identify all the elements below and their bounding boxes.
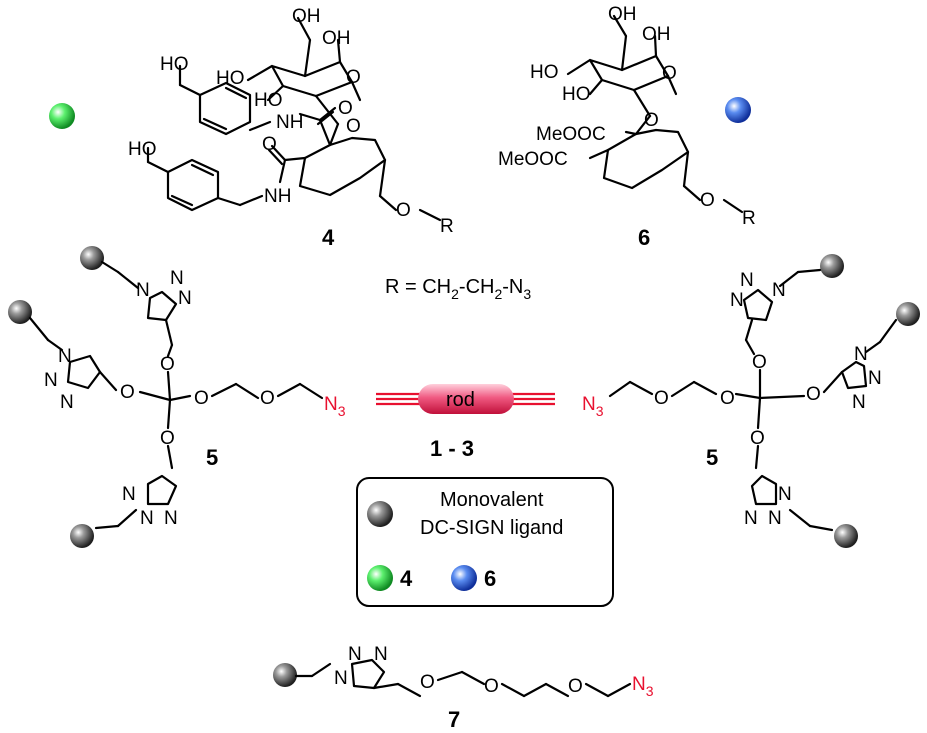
atom-o-7e: O	[484, 676, 499, 697]
atom-nh-4h: NH	[276, 112, 303, 133]
azide-5-right: N3	[582, 394, 604, 419]
atom-n-5r-g: N	[852, 392, 866, 413]
atom-ho-4g: HO	[128, 139, 157, 160]
atom-n-5l-f: N	[44, 370, 58, 391]
compound-7-structure	[273, 658, 632, 698]
atom-o-5r-h: O	[806, 384, 821, 405]
atom-o-5l-h: O	[120, 382, 135, 403]
atom-o-4e: O	[346, 67, 361, 88]
compound-5-left-structure	[8, 246, 324, 548]
atom-oh-6a: OH	[608, 4, 637, 25]
atom-o-6e: O	[662, 63, 677, 84]
legend-line-1: Monovalent	[440, 489, 544, 511]
atom-n-5l-a: N	[136, 280, 150, 301]
atom-n-5l-e: N	[58, 346, 72, 367]
atom-n-5r-f: N	[868, 368, 882, 389]
atom-r-4n: R	[440, 216, 454, 237]
atom-ho-6c: HO	[530, 62, 559, 83]
grey-sphere-left-bottom	[70, 524, 94, 548]
blue-sphere-ligand-6	[725, 97, 751, 123]
atom-n-5r-m: N	[768, 508, 782, 529]
atom-ho-6d: HO	[562, 84, 591, 105]
atom-r-6j: R	[742, 208, 756, 229]
grey-sphere-right-bottom	[834, 524, 858, 548]
atom-o-6f: O	[644, 110, 659, 131]
compound-label-6: 6	[638, 225, 650, 250]
atom-meooc-6h: MeOOC	[498, 149, 568, 170]
compound-label-5-right: 5	[706, 445, 718, 470]
legend-label-6: 6	[484, 566, 496, 591]
legend-label-4: 4	[400, 566, 413, 591]
grey-sphere-right-mid	[896, 302, 920, 326]
atom-o-5l-k: O	[160, 428, 175, 449]
atom-n-5l-g: N	[60, 392, 74, 413]
atom-o-5r-d: O	[752, 352, 767, 373]
atom-o-7d: O	[420, 672, 435, 693]
atom-nh-4l: NH	[264, 186, 291, 207]
atom-n-5r-l: N	[778, 484, 792, 505]
atom-o-5l-d: O	[160, 354, 175, 375]
legend-box	[356, 477, 614, 607]
legend-line-2: DC-SIGN ligand	[420, 517, 563, 539]
rod-label: rod	[446, 389, 475, 411]
atom-o-5r-i: O	[720, 388, 735, 409]
atom-o-4i: O	[338, 98, 353, 119]
r-group-definition: R = CH2-CH2-N3	[385, 276, 531, 302]
atom-o-6i: O	[700, 190, 715, 211]
compound-label-1-3: 1 - 3	[430, 436, 474, 461]
atom-o-5l-i: O	[194, 388, 209, 409]
atom-n-5l-m: N	[140, 508, 154, 529]
compound-label-4: 4	[322, 225, 335, 250]
atom-oh-6b: OH	[642, 24, 671, 45]
legend-grey-sphere	[367, 501, 393, 527]
azide-7: N3	[632, 674, 654, 699]
compound-label-5-left: 5	[206, 445, 218, 470]
atom-ho-4d: HO	[254, 90, 283, 111]
azide-5-left: N3	[324, 394, 346, 419]
atom-n-5r-c: N	[730, 290, 744, 311]
atom-o-4j: O	[346, 116, 361, 137]
compound-5-right-structure	[608, 254, 920, 548]
atom-n-5r-a: N	[772, 280, 786, 301]
atom-meooc-6g: MeOOC	[536, 124, 606, 145]
atom-n-5l-n: N	[164, 508, 178, 529]
green-sphere-ligand-4	[49, 103, 75, 129]
atom-n-7a: N	[334, 668, 348, 689]
atom-o-4k: O	[262, 134, 277, 155]
atom-oh-4a: OH	[292, 6, 321, 27]
atom-n-5l-c: N	[178, 288, 192, 309]
atom-ho-4c: HO	[216, 68, 245, 89]
atom-n-5l-b: N	[170, 268, 184, 289]
compound-label-7: 7	[448, 707, 460, 732]
grey-sphere-left-top	[80, 246, 104, 270]
atom-ho-4f: HO	[160, 54, 189, 75]
atom-n-7c: N	[374, 644, 388, 665]
grey-sphere-left-mid	[8, 300, 32, 324]
atom-n-7b: N	[348, 644, 362, 665]
legend-blue-sphere	[451, 565, 477, 591]
atom-n-5r-e: N	[854, 344, 868, 365]
compound-6-structure	[566, 14, 751, 214]
grey-sphere-7	[273, 663, 297, 687]
atom-o-4m: O	[396, 200, 411, 221]
atom-oh-4b: OH	[322, 28, 351, 49]
atom-o-5r-k: O	[750, 428, 765, 449]
atom-n-5r-n: N	[744, 508, 758, 529]
compound-4-structure	[49, 16, 442, 222]
grey-sphere-right-top	[820, 254, 844, 278]
atom-n-5l-l: N	[122, 484, 136, 505]
atom-o-7f: O	[568, 676, 583, 697]
rod-1-3	[376, 384, 555, 414]
legend-green-sphere	[367, 565, 393, 591]
atom-n-5r-b: N	[740, 270, 754, 291]
atom-o-5l-j: O	[260, 388, 275, 409]
atom-o-5r-j: O	[654, 388, 669, 409]
